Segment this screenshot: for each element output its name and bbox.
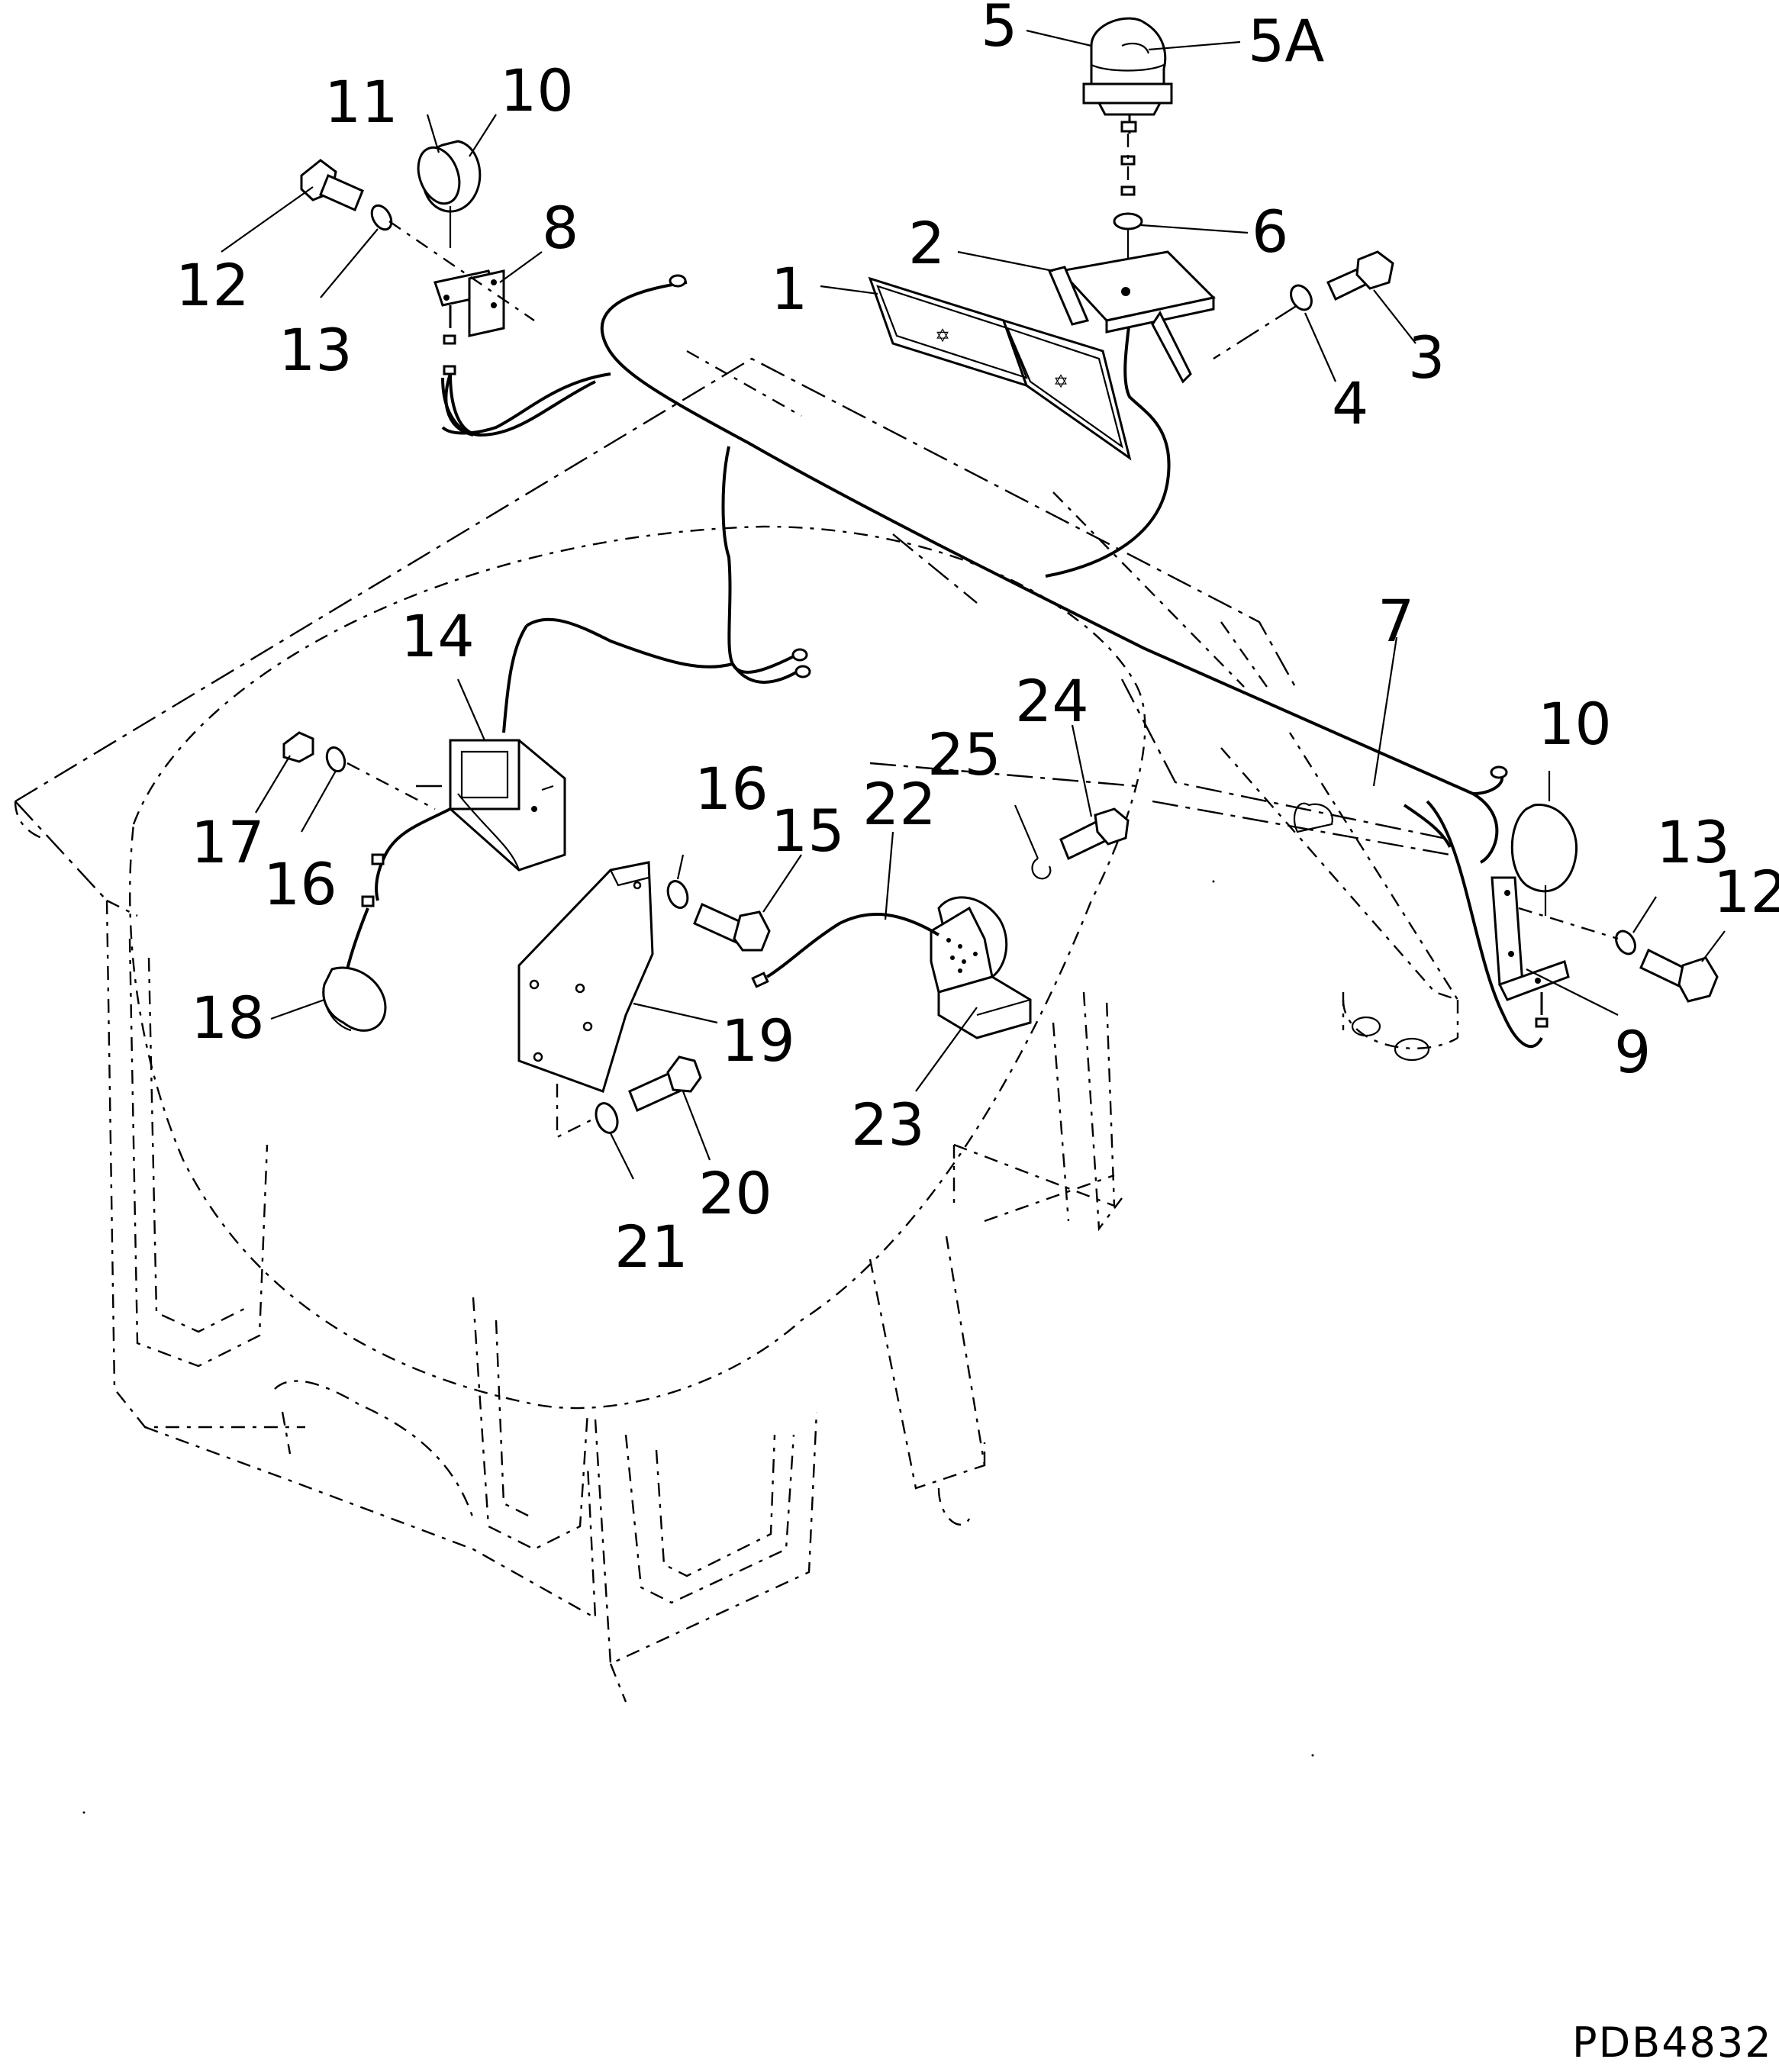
callout-15: 15 [771, 797, 845, 865]
callout-2: 2 [908, 209, 945, 277]
bolt-and-washer-15-16 [666, 880, 771, 952]
callout-6: 6 [1252, 198, 1288, 266]
drawing-code: PDB4832 [1572, 2019, 1773, 2067]
callout-23: 23 [851, 1091, 925, 1158]
callout-25: 25 [927, 720, 1001, 788]
callout-13-right: 13 [1656, 808, 1730, 876]
bolt-and-washer-12-13-left [300, 159, 535, 321]
callout-16-right: 16 [695, 755, 769, 823]
mounting-plate-19 [517, 861, 654, 1139]
wiring-harness [441, 274, 1543, 1049]
leader-lines [221, 29, 1726, 1180]
rotating-beacon [1082, 17, 1173, 196]
callout-10-left: 10 [500, 56, 574, 124]
horn-box-14 [346, 739, 566, 970]
callout-labels: 5 5A 11 10 12 13 8 2 6 1 3 4 7 14 17 16 … [176, 0, 1779, 2067]
callout-10-right: 10 [1538, 690, 1612, 758]
callout-21: 21 [614, 1213, 688, 1281]
callout-18: 18 [191, 984, 265, 1052]
callout-14: 14 [401, 602, 475, 670]
rear-lamp-right [1491, 803, 1719, 1028]
callout-7: 7 [1378, 587, 1414, 655]
callout-13-left: 13 [279, 316, 353, 384]
bolt-and-washer-20-21 [595, 1055, 702, 1134]
callout-22: 22 [862, 770, 936, 838]
callout-4: 4 [1332, 369, 1368, 437]
horn-23 [751, 896, 1032, 1039]
callout-5: 5 [981, 0, 1017, 60]
callout-5a: 5A [1248, 7, 1324, 75]
svg-text:✡: ✡ [1053, 371, 1068, 392]
callout-11: 11 [324, 68, 398, 136]
callout-1: 1 [771, 255, 807, 323]
reflector-plates: ✡ ✡ [868, 276, 1132, 461]
beacon-mount-bracket [1047, 212, 1217, 384]
callout-9: 9 [1614, 1018, 1651, 1086]
horn-18 [322, 966, 387, 1032]
callout-17: 17 [191, 808, 265, 876]
bolt-and-washer-24-25 [1031, 807, 1130, 880]
callout-20: 20 [698, 1159, 772, 1227]
nut-and-washer-17-16 [282, 731, 436, 810]
callout-19: 19 [721, 1007, 795, 1075]
callout-16-left: 16 [263, 850, 337, 918]
callout-12-left: 12 [176, 251, 250, 319]
rear-lamp-left [417, 140, 505, 437]
bolt-and-washer-3-4 [1290, 250, 1394, 311]
callout-3: 3 [1408, 324, 1445, 392]
callout-12-right: 12 [1713, 858, 1779, 926]
cab-frame-outline [14, 304, 1460, 1814]
callout-8: 8 [542, 194, 578, 262]
svg-text:✡: ✡ [935, 325, 950, 346]
callout-24: 24 [1015, 667, 1089, 735]
